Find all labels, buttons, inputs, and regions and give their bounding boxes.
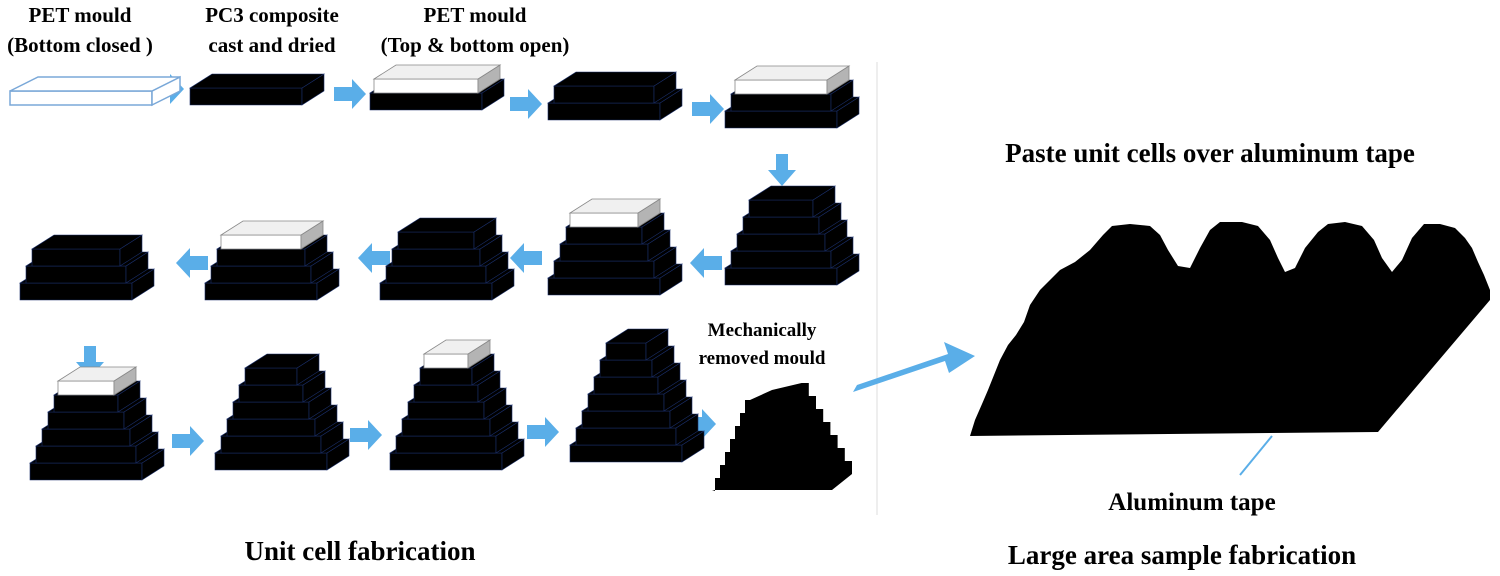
label-paste-unit-cells: Paste unit cells over aluminum tape — [1005, 138, 1415, 168]
label-pc3-2: cast and dried — [208, 33, 336, 57]
label-mechanically-2: removed mould — [699, 348, 826, 369]
process-step-s14 — [568, 328, 706, 463]
label-unit-cell-fabrication: Unit cell fabrication — [245, 536, 476, 566]
arrow-right-icon — [172, 426, 204, 456]
process-arrows — [76, 74, 975, 456]
arrow-right-icon — [334, 79, 366, 109]
arrow-right-icon — [686, 409, 716, 439]
process-step-s3 — [368, 64, 506, 111]
arrow-down-icon — [768, 154, 796, 186]
label-aluminum-tape: Aluminum tape — [1108, 489, 1275, 516]
label-pc3-1: PC3 composite — [205, 3, 339, 27]
aluminum-tape-sheet — [970, 222, 1490, 436]
process-step-s11 — [28, 366, 166, 481]
label-pet-mould-closed-1: PET mould — [29, 3, 132, 27]
process-step-s2 — [188, 73, 326, 106]
arrow-left-icon — [358, 243, 390, 273]
process-step-s13 — [388, 339, 526, 471]
label-pet-mould-open-2: (Top & bottom open) — [381, 33, 570, 57]
arrow-right-icon — [527, 417, 559, 447]
label-pet-mould-open-1: PET mould — [424, 3, 527, 27]
label-large-area-fabrication: Large area sample fabrication — [1008, 540, 1356, 570]
process-step-s6 — [18, 234, 156, 301]
process-step-s4 — [546, 71, 684, 121]
process-step-s12 — [213, 353, 351, 471]
process-step-s1 — [9, 75, 181, 107]
process-step-s7 — [203, 220, 341, 301]
aluminum-tape-pointer — [1239, 435, 1273, 476]
arrow-right-icon — [350, 420, 382, 450]
process-step-s9 — [546, 198, 684, 296]
process-step-s5 — [723, 65, 861, 129]
unit-cell-shape — [712, 383, 852, 491]
process-step-s10 — [723, 185, 861, 286]
arrow-right-icon — [692, 94, 724, 124]
arrow-left-icon — [176, 248, 208, 278]
label-mechanically-1: Mechanically — [708, 320, 817, 341]
fabrication-steps — [9, 64, 861, 491]
arrow-left-icon — [510, 243, 542, 273]
arrow-right-icon — [510, 89, 542, 119]
process-step-s15 — [712, 383, 852, 491]
large-diagonal-arrow-icon — [853, 342, 975, 392]
large-area-sample — [970, 222, 1490, 436]
label-pet-mould-closed-2: (Bottom closed ) — [7, 33, 153, 57]
process-step-s8 — [378, 217, 516, 301]
arrow-left-icon — [690, 248, 722, 278]
